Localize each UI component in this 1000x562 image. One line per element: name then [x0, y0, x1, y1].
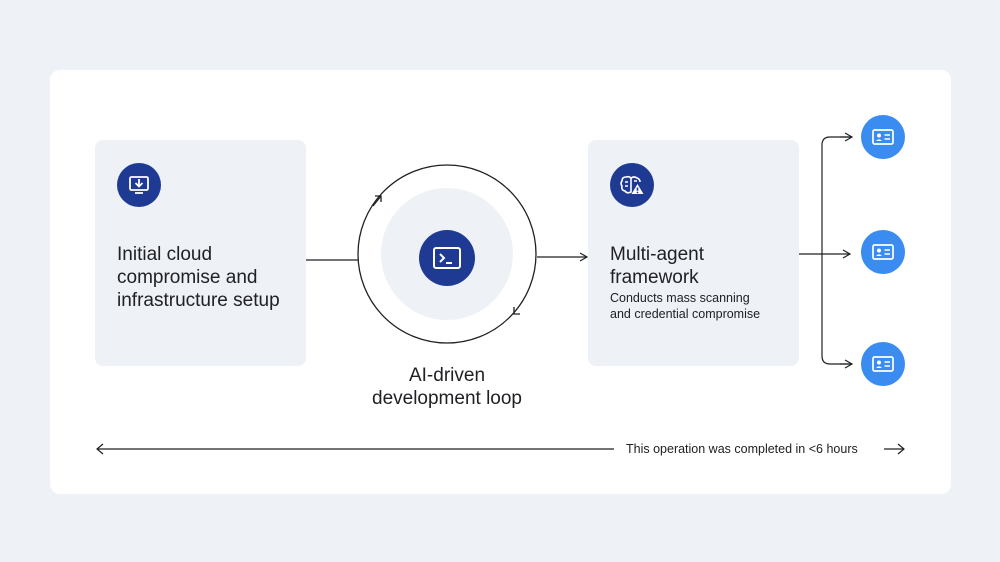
loop-arrow-upper-head	[375, 195, 382, 202]
brain-warning-icon	[610, 163, 654, 207]
loop-label-line2: development loop	[372, 388, 522, 409]
timeline-label: This operation was completed in <6 hours	[626, 442, 858, 456]
loop-arrow-upper	[372, 195, 382, 207]
id-card-icon	[861, 342, 905, 386]
step-framework-title: Multi-agent framework	[610, 243, 704, 289]
loop-ring	[357, 164, 537, 344]
step-framework-title-line2: framework	[610, 267, 699, 288]
id-card-icon	[861, 230, 905, 274]
loop-label-line1: AI-driven	[408, 365, 486, 386]
timeline-right-arrowhead	[897, 443, 905, 455]
timeline-left-arrowhead	[96, 443, 104, 455]
step-framework-desc: Conducts mass scanning and credential co…	[610, 291, 760, 322]
step-framework-desc-line2: and credential compromise	[610, 306, 761, 321]
loop-arrow-lower-head	[513, 307, 520, 315]
step-initial-title-line3: infrastructure setup	[117, 290, 280, 311]
fanout-bracket	[821, 136, 850, 365]
step-initial-box: Initial cloud compromise and infrastruct…	[95, 140, 306, 366]
download-monitor-icon	[117, 163, 161, 207]
step-framework-desc-line1: Conducts mass scanning	[610, 291, 750, 305]
loop-label: AI-driven development loop	[340, 364, 554, 410]
step-framework-box: Multi-agent framework Conducts mass scan…	[588, 140, 799, 366]
step-initial-title-line2: compromise and	[117, 267, 258, 288]
step-framework-title-line1: Multi-agent	[610, 244, 704, 265]
terminal-icon	[419, 230, 475, 286]
step-initial-title-line1: Initial cloud	[117, 244, 213, 265]
step-initial-title: Initial cloud compromise and infrastruct…	[117, 243, 280, 312]
id-card-icon	[861, 115, 905, 159]
